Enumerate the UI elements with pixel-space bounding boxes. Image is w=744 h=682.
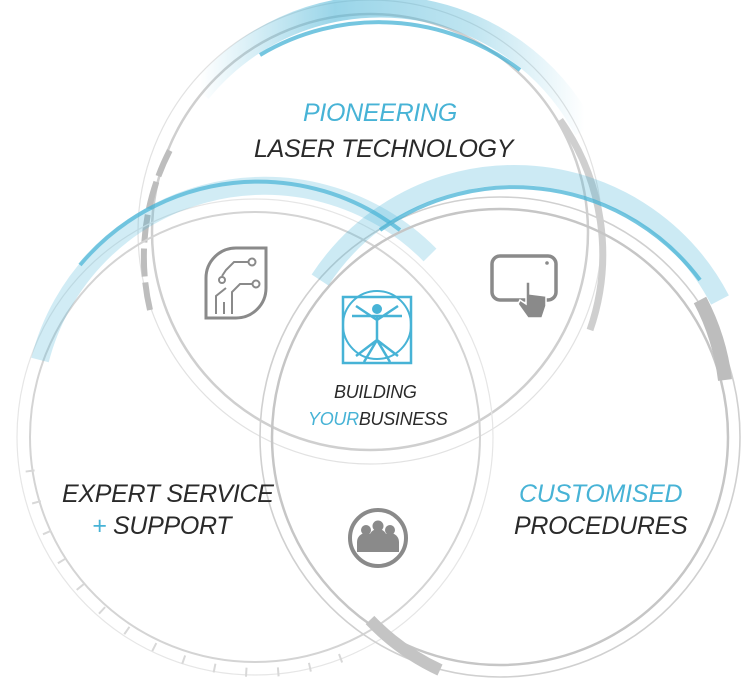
left-title-line1: EXPERT SERVICE (62, 480, 274, 508)
left-circle (16, 176, 494, 678)
left-title-line2: + SUPPORT (92, 512, 232, 540)
right-title-main: PROCEDURES (514, 512, 688, 540)
right-title-accent: CUSTOMISED (519, 480, 683, 508)
left-title-rest: SUPPORT (112, 512, 232, 540)
right-circle (259, 165, 741, 678)
center-title-accent: YOUR (308, 409, 359, 429)
circuit-board-icon (204, 246, 268, 320)
center-title-line2: YOURBUSINESS (308, 409, 448, 429)
left-title-accent: + (92, 512, 107, 540)
touch-tablet-icon (490, 254, 558, 319)
center-title-line1: BUILDING (334, 382, 417, 402)
group-people-icon (348, 508, 408, 568)
center-title-rest: BUSINESS (358, 409, 448, 429)
top-circle (137, 0, 607, 465)
vitruvian-man-icon (341, 290, 413, 365)
top-title-accent: PIONEERING (303, 99, 457, 127)
top-title-main: LASER TECHNOLOGY (254, 135, 514, 163)
